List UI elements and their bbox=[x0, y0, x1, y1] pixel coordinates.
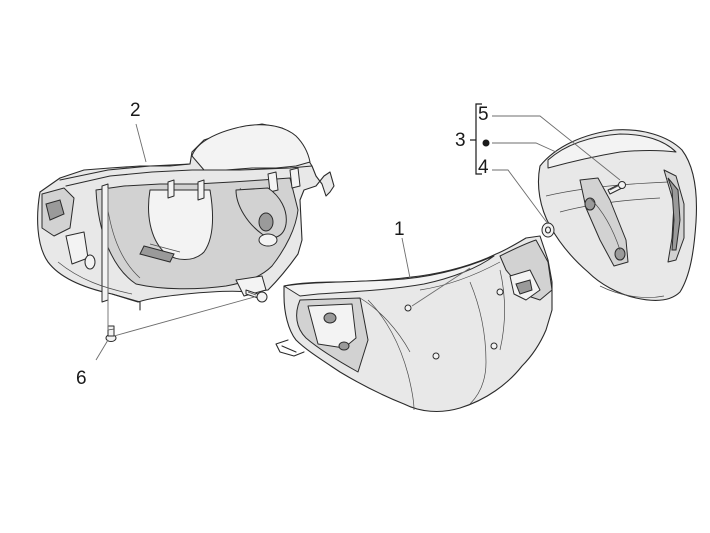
part-1-front-handlebar-cover bbox=[275, 235, 553, 413]
part-6-screw-lower bbox=[105, 325, 117, 342]
callout-5: 5 bbox=[478, 104, 489, 125]
leader-lines bbox=[95, 103, 621, 361]
part-5-screw bbox=[607, 181, 626, 195]
kit-bullet-dot bbox=[482, 139, 490, 147]
part-6-screw-upper bbox=[245, 289, 268, 303]
callout-6: 6 bbox=[76, 368, 87, 389]
callout-1: 1 bbox=[394, 219, 405, 240]
callout-4: 4 bbox=[478, 157, 489, 178]
part-2-rear-handlebar-cover bbox=[37, 123, 335, 311]
part-3-hand-guard bbox=[537, 129, 697, 302]
callout-3: 3 bbox=[455, 130, 466, 151]
callout-2: 2 bbox=[130, 100, 141, 121]
part-4-washer bbox=[541, 222, 555, 238]
